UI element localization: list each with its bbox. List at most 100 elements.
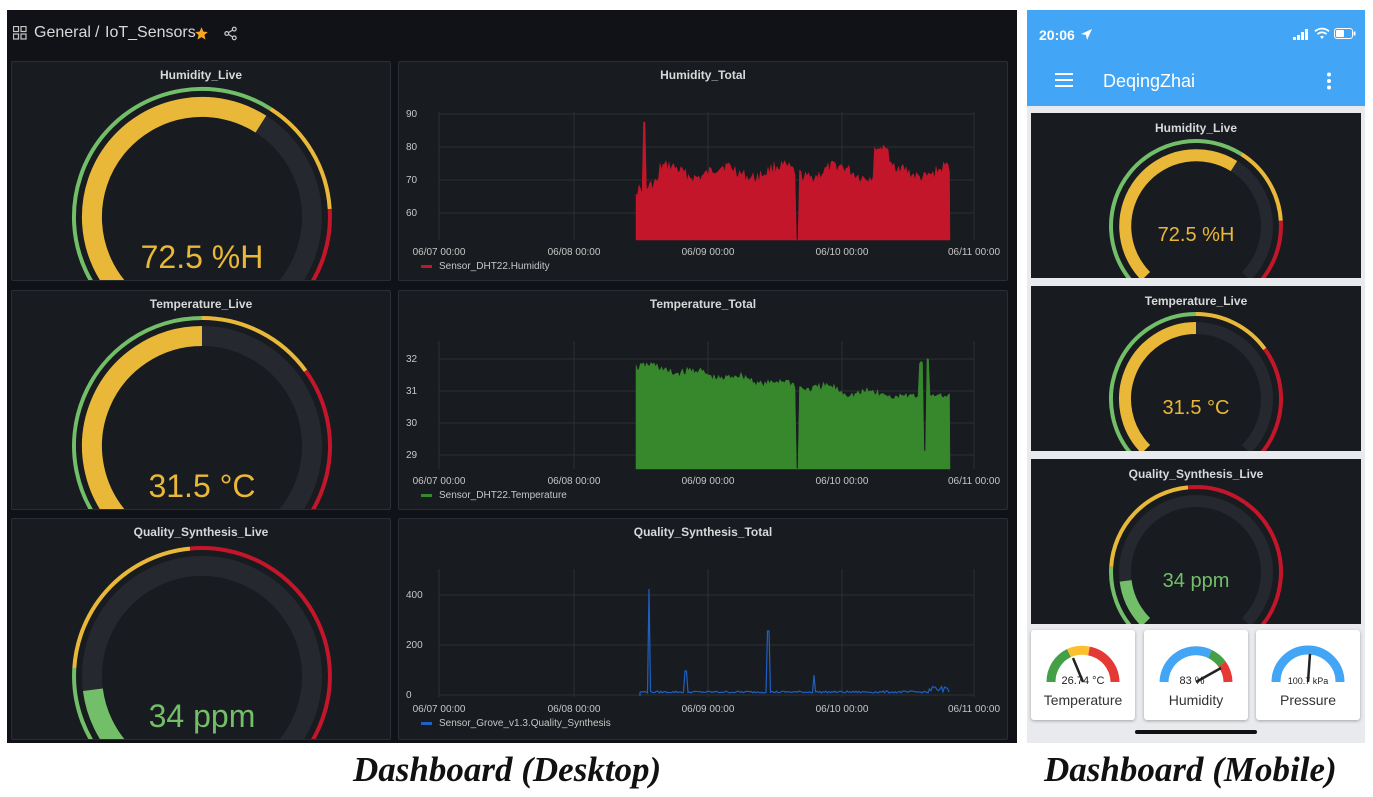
y-tick-label: 0 bbox=[406, 690, 412, 701]
y-tick-label: 80 bbox=[406, 142, 418, 153]
y-tick-label: 30 bbox=[406, 418, 418, 429]
legend-label: Sensor_Grove_v1.3.Quality_Synthesis bbox=[439, 718, 611, 729]
panel-title: Temperature_Live bbox=[1144, 294, 1248, 308]
x-tick-label: 06/10 00:00 bbox=[816, 476, 869, 487]
humidity-gauge: 72.5 %H bbox=[71, 86, 332, 309]
y-tick-label: 60 bbox=[406, 208, 418, 219]
pressure-card[interactable]: 100.7 kPa Pressure bbox=[1256, 630, 1360, 720]
gauge-panel-humidity[interactable]: Humidity_Live 72.5 %H bbox=[11, 61, 391, 309]
legend-swatch bbox=[421, 494, 432, 497]
share-icon[interactable] bbox=[223, 26, 238, 41]
x-tick-label: 06/11 00:00 bbox=[948, 476, 1001, 487]
x-tick-label: 06/10 00:00 bbox=[816, 247, 869, 258]
x-tick-label: 06/09 00:00 bbox=[682, 476, 735, 487]
pressure-card-label: Pressure bbox=[1279, 692, 1337, 708]
temperature-card-label: Temperature bbox=[1043, 692, 1123, 708]
x-tick-label: 06/07 00:00 bbox=[413, 704, 466, 715]
panel-title: Temperature_Total bbox=[649, 297, 757, 311]
gauge-value-text: 72.5 %H bbox=[1158, 224, 1235, 246]
series-line bbox=[639, 588, 950, 696]
y-tick-label: 400 bbox=[406, 590, 423, 601]
humidity-card[interactable]: 83 % Humidity bbox=[1144, 630, 1248, 720]
gauge-value-arc bbox=[1119, 149, 1238, 281]
x-tick-label: 06/09 00:00 bbox=[682, 247, 735, 258]
humidity-card-value: 83 % bbox=[1179, 675, 1204, 687]
x-tick-label: 06/10 00:00 bbox=[816, 704, 869, 715]
signal-icon bbox=[1293, 29, 1308, 40]
app-bar: DeqingZhai bbox=[1027, 60, 1365, 106]
gauge-threshold-band bbox=[1240, 152, 1283, 221]
panel-title: Quality_Synthesis_Total bbox=[633, 525, 773, 539]
temperature-card[interactable]: 26.74 °C Temperature bbox=[1031, 630, 1135, 720]
mobile-gauge-panel-temperature[interactable]: Temperature_Live 31.5 °C bbox=[1031, 286, 1361, 461]
pressure-card-value: 100.7 kPa bbox=[1288, 676, 1329, 686]
y-tick-label: 90 bbox=[406, 109, 418, 120]
menu-icon[interactable] bbox=[1055, 73, 1073, 87]
series-area bbox=[635, 121, 951, 241]
gauge-threshold-band bbox=[72, 316, 203, 538]
wifi-icon bbox=[1314, 27, 1330, 39]
gauge-threshold-band bbox=[1254, 347, 1284, 461]
panel-title: Quality_Synthesis_Live bbox=[1128, 467, 1264, 481]
y-tick-label: 31 bbox=[406, 386, 418, 397]
mobile-gauge-panel-quality[interactable]: Quality_Synthesis_Live 34 ppm bbox=[1031, 459, 1361, 634]
gauge-panel-quality[interactable]: Quality_Synthesis_Live 34 ppm bbox=[11, 518, 391, 768]
panel-title: Humidity_Live bbox=[1154, 121, 1238, 135]
x-tick-label: 06/09 00:00 bbox=[682, 704, 735, 715]
dashboard-topbar: General / IoT_Sensors bbox=[7, 10, 1017, 56]
humidity-card-label: Humidity bbox=[1168, 692, 1224, 708]
temperature-mini-gauge: 26.74 °C bbox=[1046, 645, 1120, 687]
breadcrumb-folder[interactable]: General bbox=[34, 24, 91, 41]
mobile-caption: Dashboard (Mobile) bbox=[1044, 750, 1337, 789]
temperature-card-value: 26.74 °C bbox=[1062, 675, 1105, 687]
x-tick-label: 06/08 00:00 bbox=[548, 476, 601, 487]
app-title: DeqingZhai bbox=[1103, 71, 1196, 91]
legend-swatch bbox=[421, 722, 432, 725]
series-area bbox=[635, 358, 951, 470]
panel-title: Temperature_Live bbox=[149, 297, 253, 311]
humidity-mini-gauge: 83 % bbox=[1159, 646, 1233, 687]
x-tick-label: 06/11 00:00 bbox=[948, 247, 1001, 258]
panel-title: Humidity_Total bbox=[660, 68, 746, 82]
mobile-gauge-panel-humidity[interactable]: Humidity_Live 72.5 %H bbox=[1031, 113, 1361, 288]
gauge-threshold-band bbox=[1195, 311, 1267, 351]
gauge-panel-temperature[interactable]: Temperature_Live 31.5 °C bbox=[11, 290, 391, 538]
y-tick-label: 200 bbox=[406, 640, 423, 651]
gauge-track bbox=[1119, 494, 1273, 627]
mobile-dashboard: 20:06 DeqingZhai Humidity_Live 72.5 %H T… bbox=[1027, 10, 1365, 743]
breadcrumb-dashboard[interactable]: IoT_Sensors bbox=[105, 24, 196, 41]
breadcrumb-separator: / bbox=[95, 24, 100, 41]
desktop-caption: Dashboard (Desktop) bbox=[353, 750, 662, 789]
y-tick-label: 32 bbox=[406, 354, 418, 365]
legend-label: Sensor_DHT22.Humidity bbox=[439, 261, 550, 272]
gauge-value-arc bbox=[81, 96, 267, 302]
gauge-value-text: 34 ppm bbox=[1163, 570, 1230, 592]
location-arrow-icon bbox=[1081, 29, 1092, 40]
gauge-threshold-band bbox=[1109, 485, 1189, 567]
gauge-threshold-band bbox=[189, 546, 332, 768]
status-time: 20:06 bbox=[1039, 27, 1075, 43]
mobile-temperature-gauge: 31.5 °C bbox=[1109, 311, 1284, 461]
x-tick-label: 06/07 00:00 bbox=[413, 247, 466, 258]
gauge-threshold-band bbox=[72, 546, 191, 669]
y-tick-label: 29 bbox=[406, 450, 418, 461]
mobile-humidity-gauge: 72.5 %H bbox=[1109, 139, 1283, 288]
home-indicator bbox=[1135, 730, 1257, 734]
temperature-gauge: 31.5 °C bbox=[72, 316, 332, 538]
star-icon[interactable] bbox=[194, 26, 209, 41]
temperature-timeseries: 32 31 30 29 06/07 00:00 06/08 00:00 06/09 00:0… bbox=[406, 341, 1001, 501]
pressure-mini-gauge: 100.7 kPa bbox=[1271, 645, 1345, 686]
desktop-dashboard: General / IoT_Sensors Humidity_Live 72.5… bbox=[7, 10, 1017, 768]
gauge-value-arc bbox=[1119, 322, 1197, 454]
gauge-value-arc bbox=[81, 326, 203, 531]
grid-icon[interactable] bbox=[13, 26, 27, 40]
more-vert-icon[interactable] bbox=[1326, 72, 1332, 90]
gauge-track bbox=[82, 556, 322, 761]
gauge-threshold-band bbox=[1109, 139, 1243, 288]
timeseries-panel-temperature[interactable]: Temperature_Total 32 31 30 29 06/07 00:00 06/… bbox=[398, 290, 1008, 510]
x-tick-label: 06/08 00:00 bbox=[548, 247, 601, 258]
gauge-value-text: 31.5 °C bbox=[1163, 397, 1230, 419]
x-tick-label: 06/07 00:00 bbox=[413, 476, 466, 487]
